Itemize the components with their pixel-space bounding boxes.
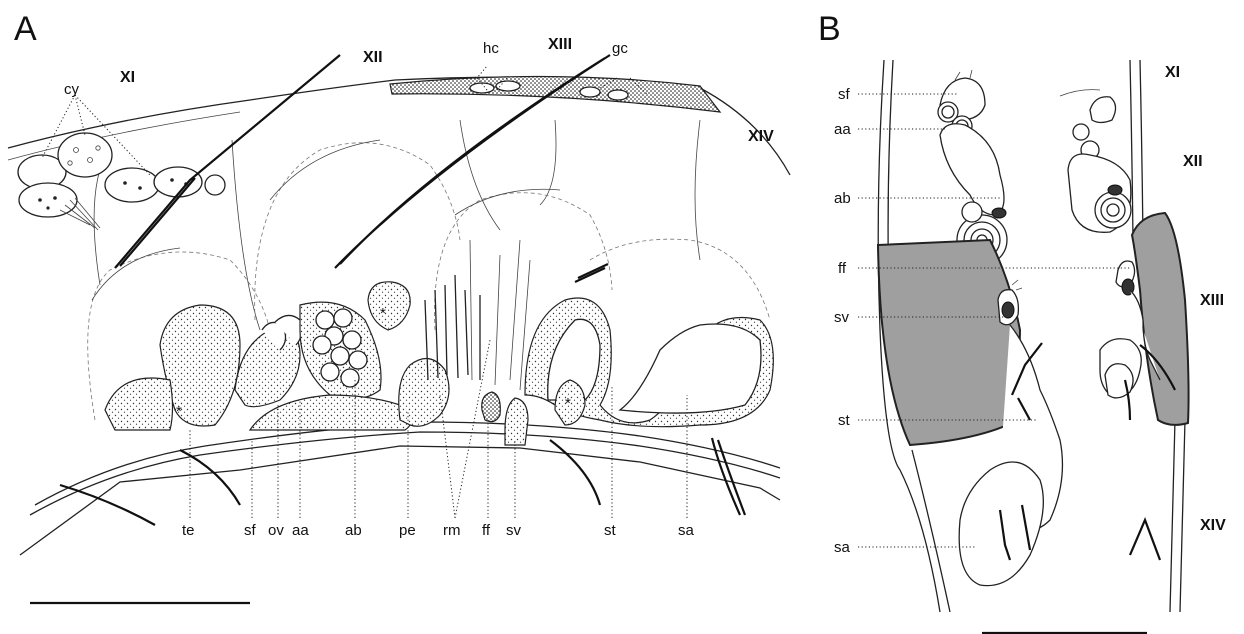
- segment-xiii-a: XIII: [548, 36, 572, 53]
- asterisk-a-2: *: [380, 305, 386, 322]
- label-sa-b: sa: [834, 539, 851, 556]
- asterisk-a-3: *: [565, 395, 571, 412]
- segment-xii-b: XII: [1183, 153, 1203, 170]
- label-pe-a: pe: [399, 522, 416, 539]
- label-sf-b: sf: [838, 86, 851, 103]
- segment-xiii-b: XIII: [1200, 292, 1224, 309]
- clitellum-left-b: [878, 240, 1020, 445]
- panel-b-letter: B: [818, 10, 841, 48]
- label-ab-a: ab: [345, 522, 362, 539]
- panel-a-letter: A: [14, 10, 37, 48]
- organs-left-b: [938, 70, 1007, 265]
- label-ab-b: ab: [834, 190, 851, 207]
- atrium-complex-a: *: [235, 240, 530, 445]
- label-rm-a: rm: [443, 522, 461, 539]
- panel-b: B: [818, 10, 1226, 633]
- label-sf-a: sf: [244, 522, 257, 539]
- label-hc: hc: [483, 40, 499, 57]
- segment-xiv-b: XIV: [1200, 517, 1226, 534]
- label-ov-a: ov: [268, 522, 284, 539]
- label-ff-a: ff: [482, 522, 491, 539]
- label-cy: cy: [64, 81, 80, 98]
- asterisk-a-1: *: [176, 403, 182, 420]
- label-gc: gc: [612, 40, 628, 57]
- label-te-a: te: [182, 522, 195, 539]
- label-sv-a: sv: [506, 522, 522, 539]
- segment-xi-b: XI: [1165, 64, 1180, 81]
- segment-xiv-a: XIV: [748, 128, 774, 145]
- label-sa-a: sa: [678, 522, 695, 539]
- label-ff-b: ff: [838, 260, 847, 277]
- clitellum-strip-a: [390, 76, 720, 112]
- label-st-a: st: [604, 522, 617, 539]
- segment-xi-a: XI: [120, 69, 135, 86]
- label-aa-b: aa: [834, 121, 851, 138]
- cysts-a: [18, 133, 225, 230]
- panel-a: A: [8, 10, 790, 603]
- leaders-a: [42, 66, 687, 518]
- organs-right-b: [1060, 90, 1131, 233]
- label-sv-b: sv: [834, 309, 850, 326]
- spermatheca-a: *: [525, 298, 773, 427]
- label-st-b: st: [838, 412, 851, 429]
- label-aa-a: aa: [292, 522, 309, 539]
- testis-a: *: [105, 305, 240, 430]
- segment-xii-a: XII: [363, 49, 383, 66]
